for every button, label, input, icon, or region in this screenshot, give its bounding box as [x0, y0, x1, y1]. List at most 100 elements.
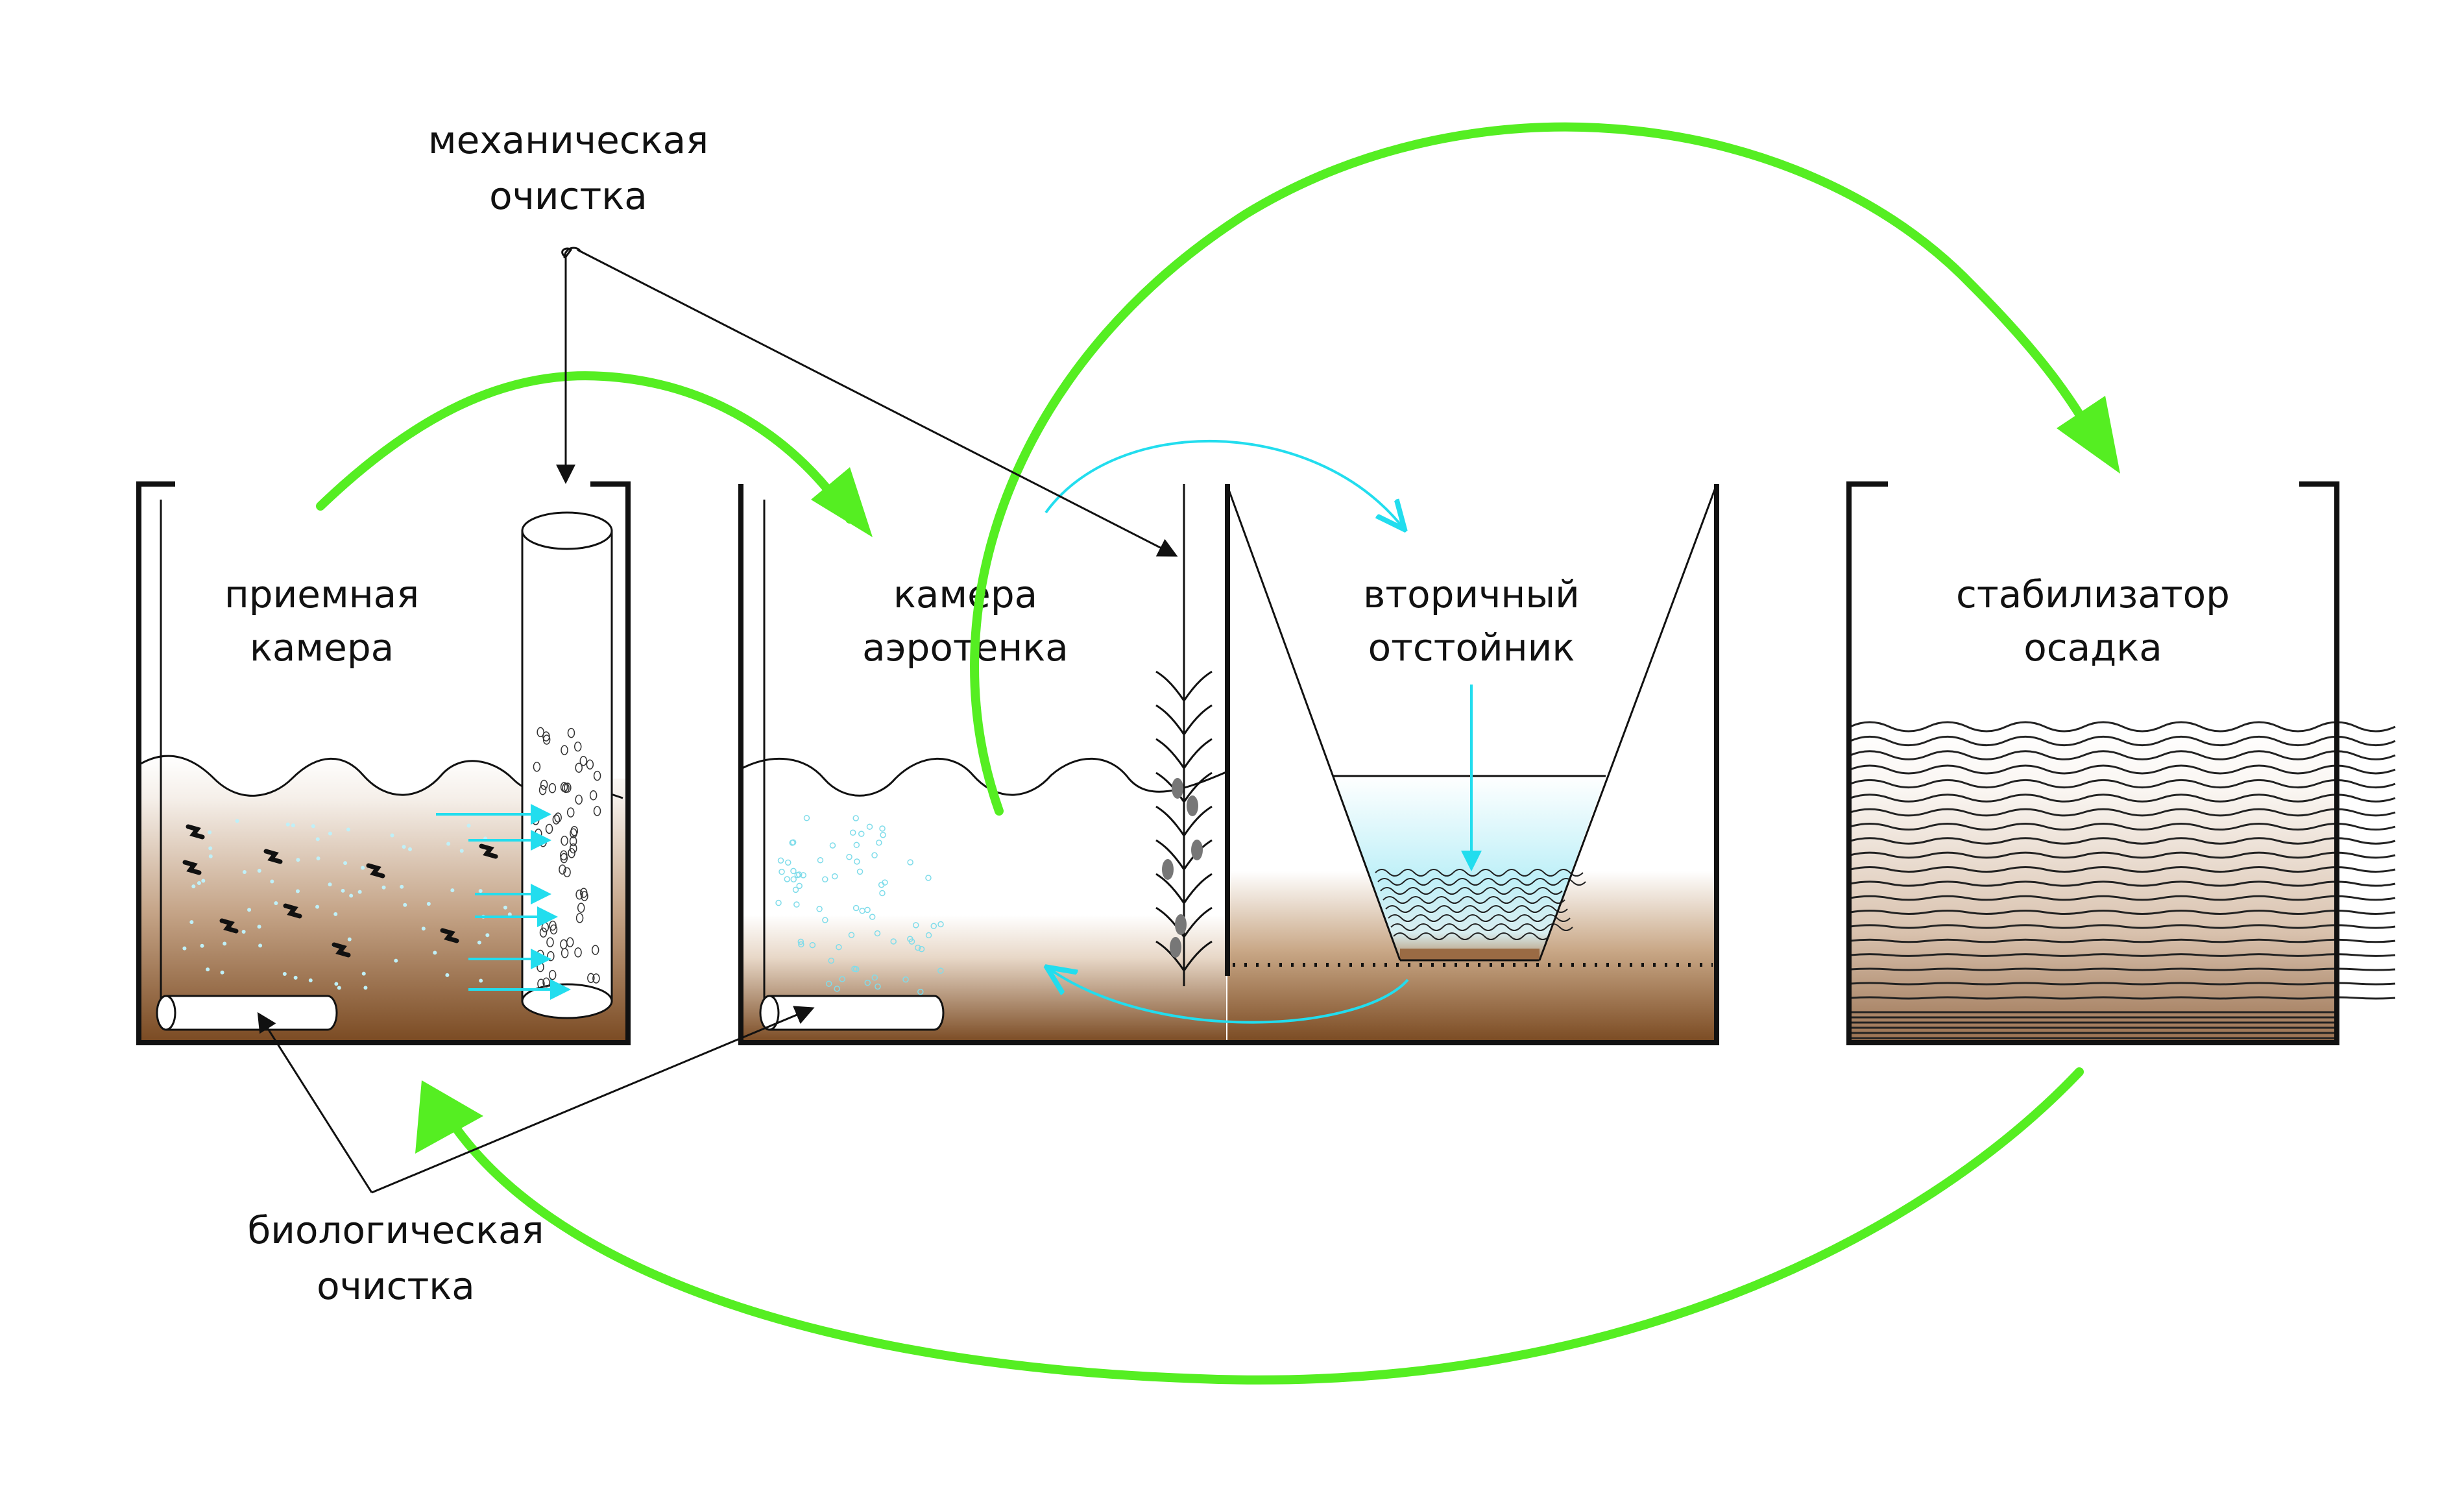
settler-inflow-arrow — [1045, 439, 1401, 526]
air-bubble — [189, 920, 194, 925]
filter-media-dot — [586, 759, 594, 770]
stabilizer-label-line1: стабилизатор — [1956, 572, 2230, 616]
filter-media-dot — [592, 973, 600, 984]
air-bubble — [848, 932, 855, 938]
aerotank-water-surface — [740, 757, 1227, 797]
filter-media-dot — [567, 727, 575, 738]
debris-particle — [479, 843, 498, 859]
air-bubble — [403, 903, 407, 907]
aerotank-label-line1: камера — [893, 572, 1037, 616]
filter-media-dot — [561, 745, 568, 755]
air-bubble — [858, 831, 865, 837]
air-bubble — [337, 986, 341, 990]
air-bubble — [876, 839, 882, 846]
receiving-chamber: приемная камера — [136, 481, 631, 1045]
air-bubble — [816, 906, 823, 912]
settler-wave-line — [1383, 896, 1565, 904]
sludge-return-arrow — [1051, 970, 1409, 1024]
air-bubble — [315, 837, 320, 842]
stabilizer-layer-line — [1850, 953, 2396, 957]
carrier-branch-right — [1183, 771, 1213, 803]
air-bubble — [825, 980, 832, 987]
filter-media-dot — [552, 814, 561, 825]
stabilizer-layer-line — [1850, 721, 2396, 733]
air-bubble — [349, 893, 354, 898]
receiving-aeration-pipe — [156, 995, 338, 1031]
air-bubble — [208, 830, 212, 834]
stabilizer-layer-line — [1850, 735, 2396, 747]
air-bubble — [890, 938, 897, 945]
process-flow-arrows — [316, 122, 2120, 1385]
stabilizer-layer-line — [1850, 996, 2396, 1000]
air-bubble — [785, 859, 791, 866]
flow-arrow-receiving-to-aerotank — [316, 371, 854, 524]
carrier-branch-right — [1183, 738, 1213, 769]
debris-particle — [440, 928, 459, 943]
settler-label-line1: вторичный — [1363, 572, 1580, 616]
air-bubble — [779, 868, 785, 875]
air-bubble — [274, 901, 278, 905]
carrier-branch-left — [1155, 704, 1185, 735]
carrier-branch-left — [1155, 805, 1185, 836]
air-bubble — [800, 872, 806, 879]
settler-wave-line — [1390, 923, 1573, 931]
filter-media-dot — [566, 937, 574, 948]
carrier-branch-left — [1155, 738, 1185, 769]
filter-media-dot — [566, 807, 575, 818]
filter-media-dot — [593, 806, 601, 816]
settler-wave-line — [1375, 869, 1584, 877]
air-bubble — [328, 831, 332, 836]
settler-sediment-waves — [1375, 869, 1586, 940]
air-bubble — [836, 944, 842, 951]
air-bubble — [854, 858, 860, 865]
stabilizer-layer-line — [1850, 895, 2396, 901]
air-bubble — [859, 908, 865, 914]
air-bubble — [829, 842, 836, 849]
aerotank-label-line2: аэротенка — [862, 625, 1069, 670]
air-bubble — [809, 941, 816, 949]
filter-media-dot — [569, 843, 577, 854]
stabilizer-layer-line — [1850, 794, 2396, 803]
receiving-tank-outline — [136, 481, 631, 1045]
air-bubble — [400, 884, 404, 889]
air-bubble — [235, 819, 239, 823]
air-bubble — [828, 957, 834, 964]
air-bubble — [242, 870, 247, 875]
filter-media-dot — [568, 848, 575, 858]
receiving-label-line2: камера — [250, 625, 394, 670]
filter-media-dot — [562, 782, 570, 794]
air-bubble — [478, 889, 483, 893]
filter-media-dot — [591, 945, 599, 955]
air-bubble — [871, 974, 878, 981]
air-bubble — [208, 846, 213, 851]
settler-wave-line — [1380, 887, 1563, 895]
carrier-branch-right — [1183, 670, 1213, 701]
air-bubble — [182, 946, 187, 951]
filter-media-dot — [569, 836, 577, 847]
biofilm-clump — [1191, 840, 1203, 860]
receiving-air-bubbles — [182, 819, 512, 990]
air-bubble — [937, 921, 944, 928]
receiving-sludge — [138, 756, 629, 1043]
air-bubble — [930, 923, 937, 929]
filter-media-dot — [533, 762, 541, 772]
aerotank-liquid — [741, 758, 1226, 1043]
filter-media-dot — [542, 731, 550, 742]
air-bubble — [223, 941, 227, 946]
air-bubble — [295, 889, 300, 893]
stabilizer-layer-line — [1850, 938, 2396, 943]
filter-media-dot — [579, 755, 588, 766]
settler-wave-line — [1377, 878, 1586, 886]
stabilizer-layer-line — [1850, 851, 2396, 859]
air-bubble — [197, 880, 201, 885]
air-bubble — [925, 875, 932, 881]
air-bubble — [241, 929, 246, 934]
stabilizer-layer-line — [1850, 837, 2396, 845]
stabilizer-layer-line — [1850, 910, 2396, 915]
flow-arrow-aerotank-to-stabilizer — [970, 122, 2107, 816]
air-bubble — [407, 847, 412, 851]
stabilizer-layer-line — [1850, 822, 2396, 831]
air-bubble — [915, 944, 921, 951]
aerotank-aeration-pipe — [759, 995, 945, 1031]
air-bubble — [247, 908, 252, 912]
